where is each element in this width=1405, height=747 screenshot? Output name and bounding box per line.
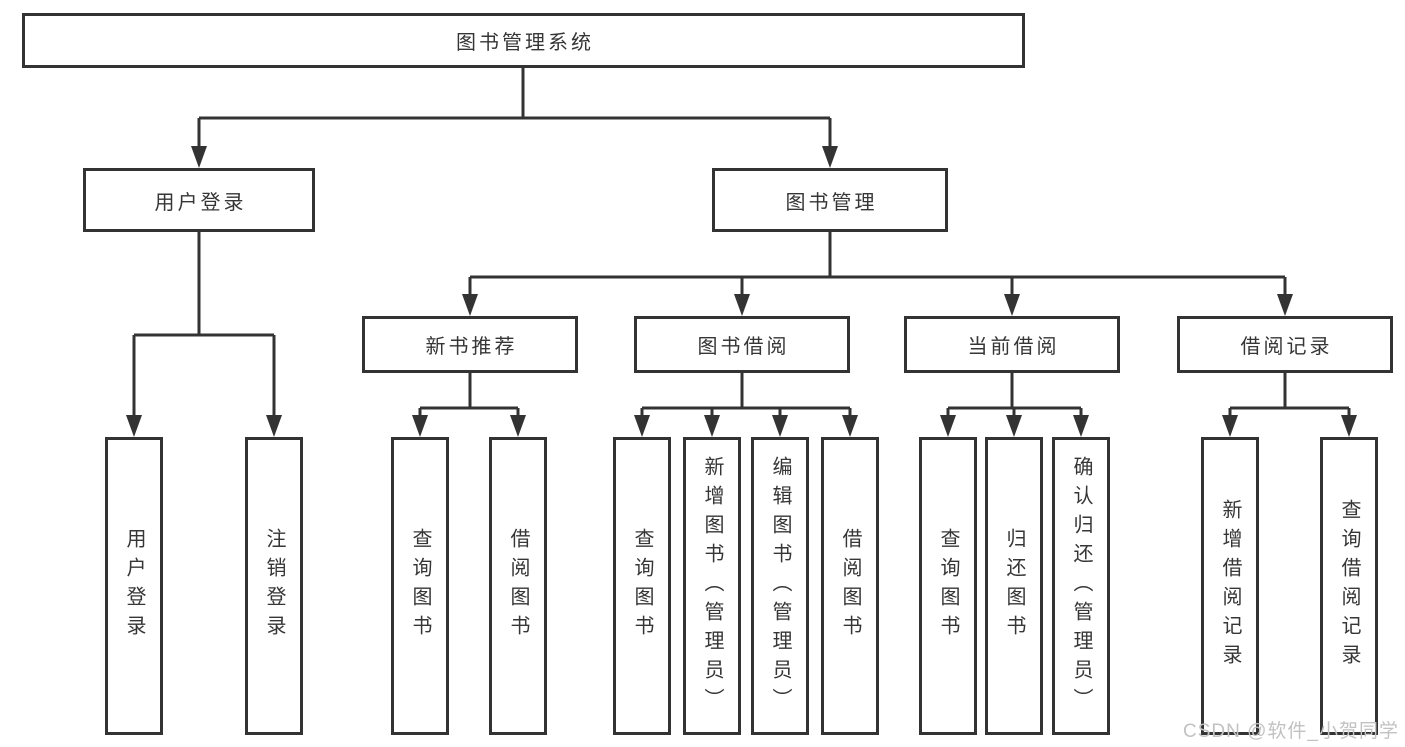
leaf-add-books-admin: 新增图书（管理员）	[683, 437, 741, 735]
leaf-confirm-return-admin: 确认归还（管理员）	[1052, 437, 1110, 735]
leaf-return-books: 归还图书	[985, 437, 1043, 735]
node-book-management: 图书管理	[712, 168, 948, 232]
leaf-logout: 注销登录	[245, 437, 303, 735]
leaf-borrow-books: 借阅图书	[821, 437, 879, 735]
leaf-edit-books-admin: 编辑图书（管理员）	[751, 437, 809, 735]
leaf-borrow-books-recommend: 借阅图书	[489, 437, 547, 735]
csdn-watermark: CSDN @软件_小贺同学	[1183, 721, 1399, 742]
leaf-search-books-borrow: 查询图书	[613, 437, 671, 735]
leaf-search-books-recommend: 查询图书	[391, 437, 449, 735]
node-new-book-recommend: 新书推荐	[362, 316, 578, 373]
node-user-login: 用户登录	[83, 168, 315, 232]
node-current-borrow: 当前借阅	[904, 316, 1120, 373]
node-borrow-records: 借阅记录	[1177, 316, 1393, 373]
node-root-library-system: 图书管理系统	[22, 13, 1025, 68]
leaf-search-books-current: 查询图书	[919, 437, 977, 735]
leaf-add-borrow-record: 新增借阅记录	[1201, 437, 1259, 735]
leaf-user-login: 用户登录	[105, 437, 163, 735]
node-book-borrow: 图书借阅	[634, 316, 850, 373]
leaf-search-borrow-record: 查询借阅记录	[1320, 437, 1378, 735]
